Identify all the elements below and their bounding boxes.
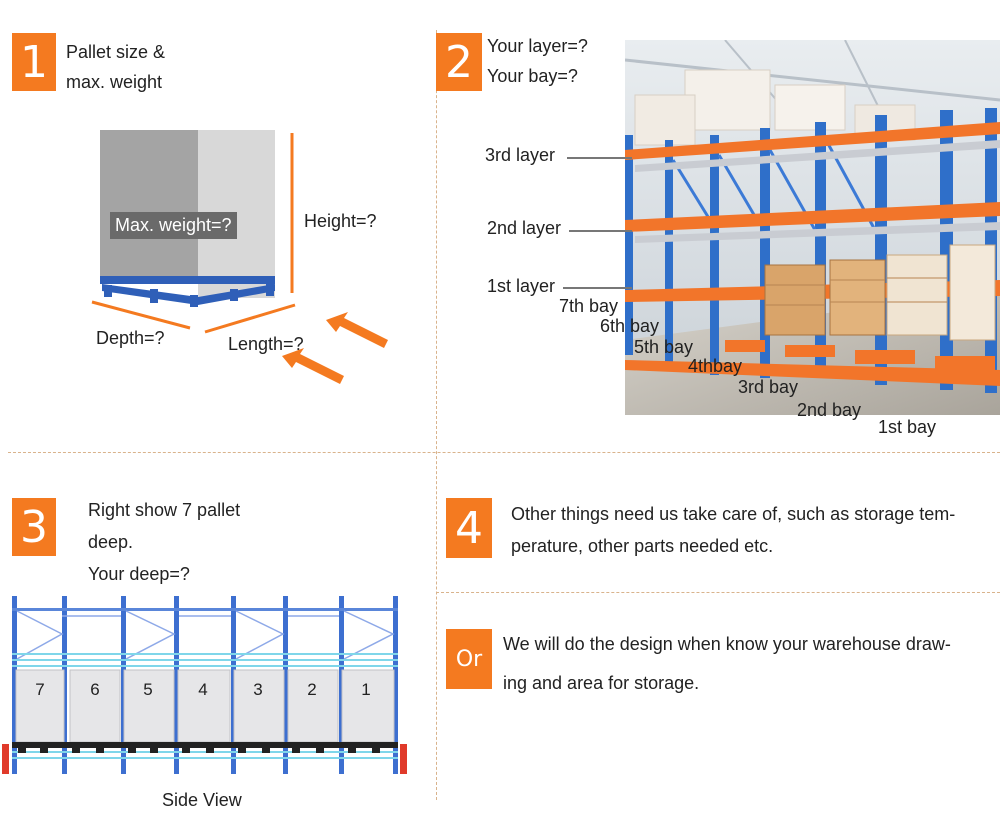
warehouse-rack-photo [625, 40, 1000, 415]
arrow-icon [282, 348, 344, 384]
layer-label-3rd: 3rd layer [485, 145, 556, 165]
step-2-badge: 2 [436, 33, 482, 91]
layer-pointer-line [563, 287, 632, 289]
step-3-line1: Right show 7 pallet [88, 500, 241, 520]
or-line1: We will do the design when know your war… [503, 634, 951, 654]
step-3-badge: 3 [12, 498, 56, 556]
or-badge: Or [446, 629, 492, 689]
bay-label-1st: 1st bay [878, 417, 937, 437]
step-2-line2: Your bay=? [487, 66, 578, 86]
step-1-title-line2: max. weight [66, 72, 163, 92]
layer-label-2nd: 2nd layer [487, 218, 562, 238]
step-1-title-line1: Pallet size & [66, 42, 166, 62]
pallet-position-1: 1 [361, 680, 371, 699]
bay-label-2nd: 2nd bay [797, 400, 862, 420]
pallet-position-7: 7 [35, 680, 45, 699]
step-4-line2: perature, other parts needed etc. [511, 536, 774, 556]
step-1-badge: 1 [12, 33, 56, 91]
pallet-position-4: 4 [198, 680, 208, 699]
step-4-badge: 4 [446, 498, 492, 558]
bay-label-3rd: 3rd bay [738, 377, 799, 397]
pallet-position-3: 3 [253, 680, 263, 699]
length-label: Length=? [228, 334, 304, 354]
step-2-line1: Your layer=? [487, 36, 588, 56]
step-4-line1: Other things need us take care of, such … [511, 504, 956, 524]
bay-label-5th: 5th bay [634, 337, 694, 357]
bay-label-6th: 6th bay [600, 316, 660, 336]
pallet-box-illustration [91, 130, 296, 334]
step-3-line2: deep. [88, 532, 134, 552]
pallet-position-2: 2 [307, 680, 317, 699]
layer-pointer-line [569, 230, 632, 232]
horizontal-divider-middle [8, 452, 1000, 453]
side-view-caption: Side View [162, 790, 242, 810]
depth-label: Depth=? [96, 328, 165, 348]
or-line2: ing and area for storage. [503, 673, 700, 693]
layer-pointer-line [567, 157, 632, 159]
arrow-icon [326, 312, 388, 348]
layer-label-1st: 1st layer [487, 276, 556, 296]
bay-label-4th: 4thbay [688, 356, 743, 376]
pallet-position-6: 6 [90, 680, 100, 699]
horizontal-divider-right [436, 592, 1000, 593]
max-weight-tag: Max. weight=? [110, 212, 237, 239]
side-view-rack-drawing [2, 596, 407, 774]
bay-label-7th: 7th bay [559, 296, 619, 316]
step-3-line3: Your deep=? [88, 564, 190, 584]
height-label: Height=? [304, 211, 377, 231]
pallet-position-5: 5 [143, 680, 153, 699]
vertical-divider [436, 30, 437, 800]
